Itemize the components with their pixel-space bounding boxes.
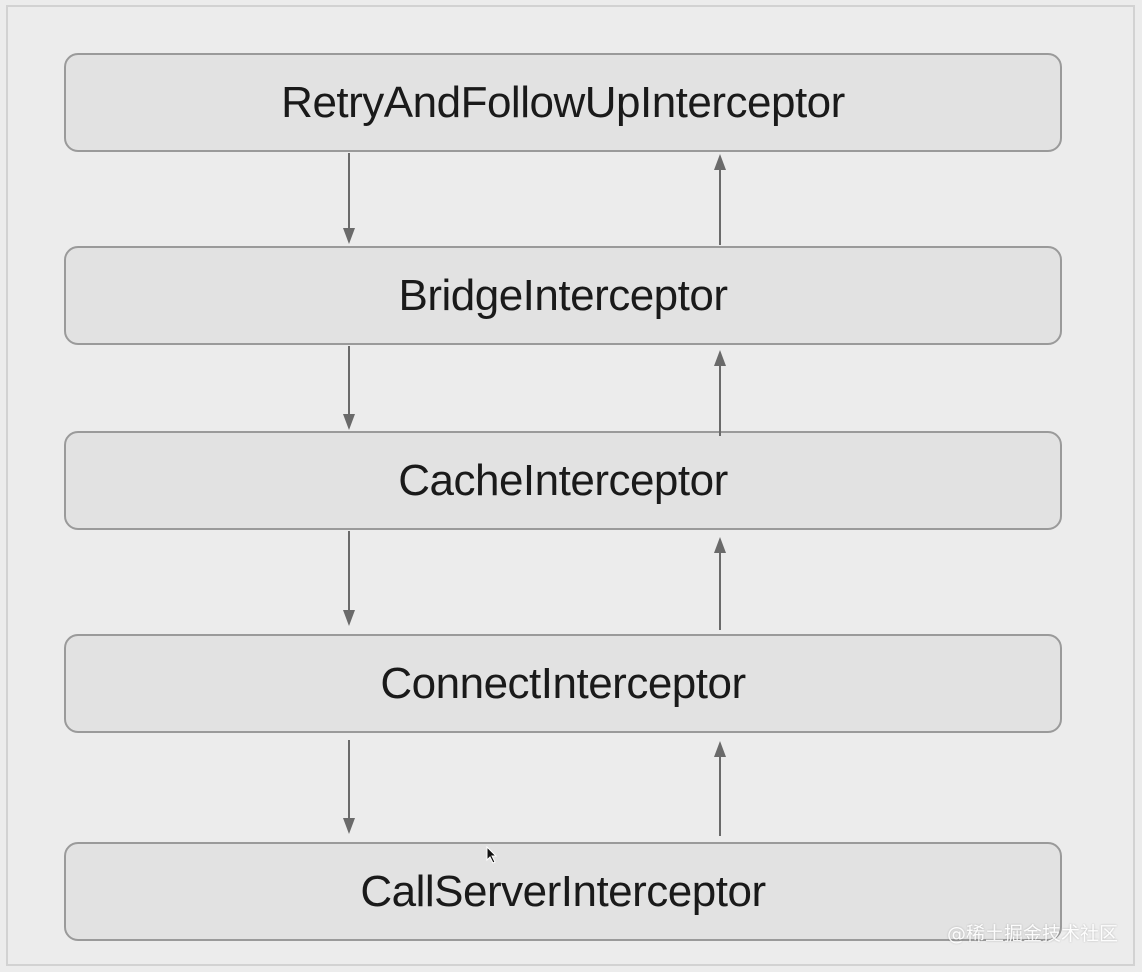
arrowhead-up-icon [714, 154, 726, 170]
arrowhead-down-icon [343, 818, 355, 834]
node-label: CacheInterceptor [398, 455, 728, 505]
edge-up-2 [714, 350, 726, 436]
edge-down-3 [343, 531, 355, 626]
arrowhead-up-icon [714, 350, 726, 366]
node-label: ConnectInterceptor [380, 658, 746, 708]
edge-up-4 [714, 741, 726, 836]
edge-up-3 [714, 537, 726, 630]
watermark: @稀土掘金技术社区 [946, 923, 1118, 945]
node-label: RetryAndFollowUpInterceptor [281, 77, 845, 127]
node-cache-interceptor: CacheInterceptor [64, 431, 1062, 530]
arrowhead-up-icon [714, 537, 726, 553]
node-retry-and-follow-up-interceptor: RetryAndFollowUpInterceptor [64, 53, 1062, 152]
node-label: BridgeInterceptor [398, 270, 728, 320]
arrowhead-down-icon [343, 228, 355, 244]
node-label: CallServerInterceptor [360, 866, 766, 916]
node-connect-interceptor: ConnectInterceptor [64, 634, 1062, 733]
edge-down-4 [343, 740, 355, 834]
arrowhead-down-icon [343, 610, 355, 626]
edge-up-1 [714, 154, 726, 245]
edge-down-2 [343, 346, 355, 430]
arrowhead-up-icon [714, 741, 726, 757]
arrowhead-down-icon [343, 414, 355, 430]
mouse-pointer-icon [486, 846, 498, 864]
node-bridge-interceptor: BridgeInterceptor [64, 246, 1062, 345]
node-call-server-interceptor: CallServerInterceptor [64, 842, 1062, 941]
edge-down-1 [343, 153, 355, 244]
